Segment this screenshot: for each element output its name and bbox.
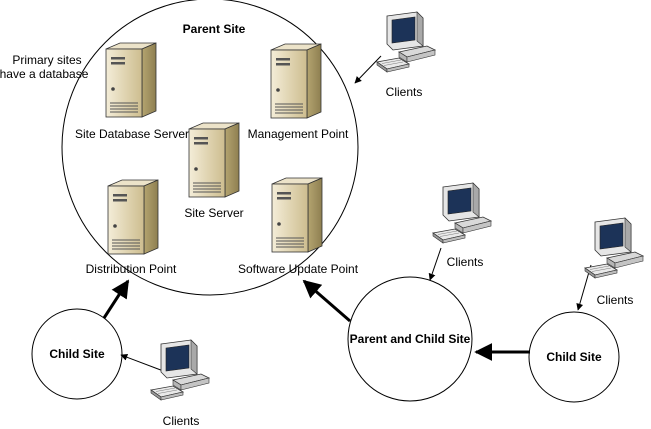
- server-icon: [107, 179, 159, 255]
- arrow-clients-middle: [428, 247, 442, 281]
- clients-top-label: Clients: [386, 85, 423, 99]
- clients-middle-label: Clients: [447, 255, 484, 269]
- site-server-label: Site Server: [184, 206, 243, 220]
- site-database-server-label: Site Database Server: [75, 127, 189, 141]
- parent-site-title: Parent Site: [183, 22, 246, 36]
- arrow-clients-bottom: [120, 353, 167, 373]
- primary-sites-note-line2: have a database: [0, 67, 89, 81]
- arrow-parent-child-to-parent: [302, 279, 351, 323]
- client-computer-icon: [432, 182, 492, 244]
- parent-child-site-circle: [347, 276, 473, 402]
- clients-bottom-label: Clients: [163, 414, 200, 428]
- management-point-label: Management Point: [248, 127, 349, 141]
- child-site-right-label: Child Site: [546, 350, 602, 364]
- distribution-point-label: Distribution Point: [86, 262, 177, 276]
- client-computer-icon: [584, 217, 644, 279]
- server-icon: [188, 122, 240, 198]
- software-update-point-label: Software Update Point: [238, 262, 359, 276]
- server-icon: [270, 43, 322, 119]
- server-icon: [105, 42, 157, 118]
- child-site-left-label: Child Site: [49, 347, 105, 361]
- primary-sites-note-line1: Primary sites: [12, 53, 81, 67]
- client-computer-icon: [376, 11, 436, 73]
- arrow-child-left-to-parent: [102, 279, 130, 319]
- parent-child-site-label: Parent and Child Site: [350, 332, 471, 346]
- server-icon: [271, 177, 323, 253]
- clients-right-label: Clients: [597, 293, 634, 307]
- child-site-right-circle: [528, 311, 620, 403]
- arrow-clients-top: [354, 55, 382, 84]
